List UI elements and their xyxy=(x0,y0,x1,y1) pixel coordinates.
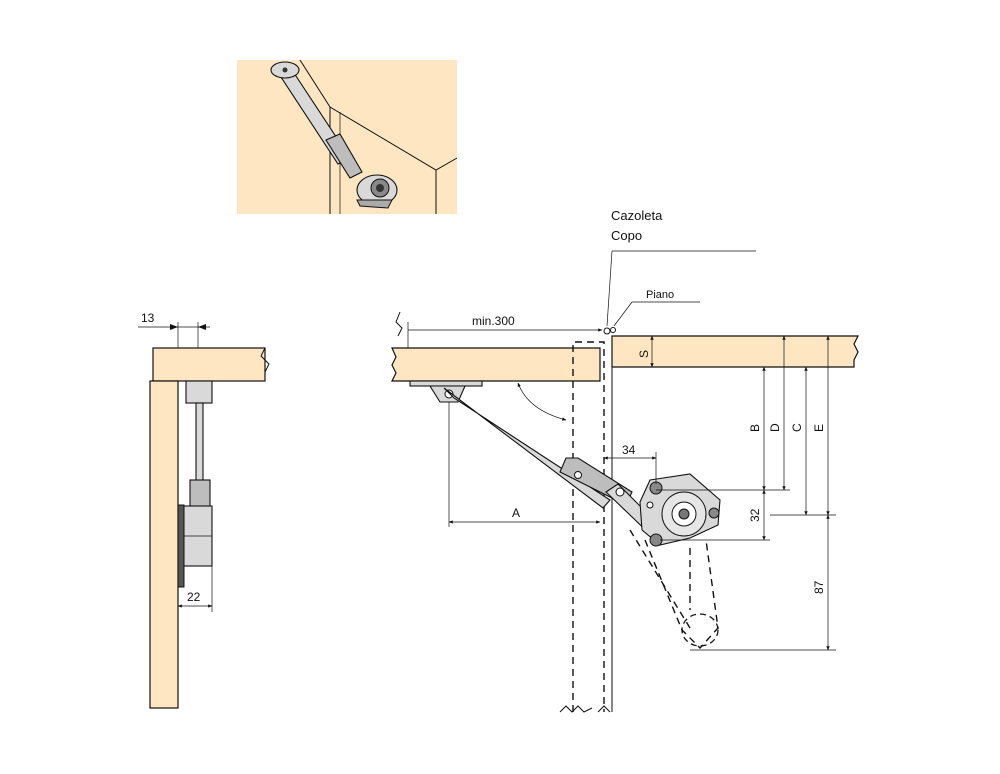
dim-min300-label: min.300 xyxy=(472,314,515,328)
bottom-break-line xyxy=(559,705,593,713)
mechanism-small-pivot xyxy=(646,501,654,509)
side-dim-13-arrow-left xyxy=(170,324,178,330)
perspective-mechanism-center xyxy=(376,184,384,192)
side-dim-22-label: 22 xyxy=(187,590,201,604)
side-view: 13 22 xyxy=(138,311,270,709)
side-dim-13-label: 13 xyxy=(141,311,155,325)
main-view: min.300 A S B D C E 32 87 3 xyxy=(391,208,859,713)
dim-d-label: D xyxy=(768,423,782,432)
top-bracket-pivot xyxy=(444,389,454,399)
side-mechanism-plate xyxy=(177,504,185,588)
cazoleta-point xyxy=(603,327,611,335)
copo-label: Copo xyxy=(611,228,642,243)
lid-break-top xyxy=(395,311,403,337)
opening-angle-arrow xyxy=(517,382,567,421)
cazoleta-leader-v xyxy=(606,250,613,327)
stay-arm xyxy=(443,387,611,509)
piano-label: Piano xyxy=(646,289,674,301)
dim-s-label: S xyxy=(637,350,651,358)
cazoleta-label: Cazoleta xyxy=(611,208,663,223)
side-wall-panel xyxy=(149,380,179,709)
side-rod xyxy=(195,402,204,484)
mechanism-center xyxy=(678,508,690,520)
dim-a-label: A xyxy=(512,506,520,520)
dashed-alt-mechanism xyxy=(681,613,719,647)
dim-32-label: 32 xyxy=(748,508,762,522)
perspective-bracket-hole xyxy=(282,67,288,73)
piano-point xyxy=(610,327,616,333)
cabinet-front-edge xyxy=(299,59,458,171)
perspective-stay-sleeve xyxy=(325,133,363,179)
dashed-open-lid-outline xyxy=(572,341,605,712)
piano-leader-d xyxy=(613,301,633,327)
side-top-panel xyxy=(152,347,266,382)
lower-arm-pivot xyxy=(615,487,625,497)
sleeve-screw xyxy=(574,471,582,479)
dim-b-label: B xyxy=(748,424,762,432)
perspective-view xyxy=(237,59,458,214)
dim-87-label: 87 xyxy=(812,580,826,594)
dim-c-label: C xyxy=(790,423,804,432)
top-bracket-plate xyxy=(409,380,483,387)
dashed-alt-arm-1 xyxy=(644,539,719,650)
bottom-break-line-right xyxy=(597,705,611,713)
mechanism-screw-right xyxy=(708,507,720,519)
side-top-break xyxy=(260,347,270,381)
side-dim-13-arrow-right xyxy=(198,324,206,330)
perspective-mechanism-base xyxy=(356,199,393,209)
side-bracket xyxy=(185,380,213,404)
dim-34-label: 34 xyxy=(622,443,636,457)
lid-panel xyxy=(391,347,601,382)
dim-e-label: E xyxy=(812,424,826,432)
